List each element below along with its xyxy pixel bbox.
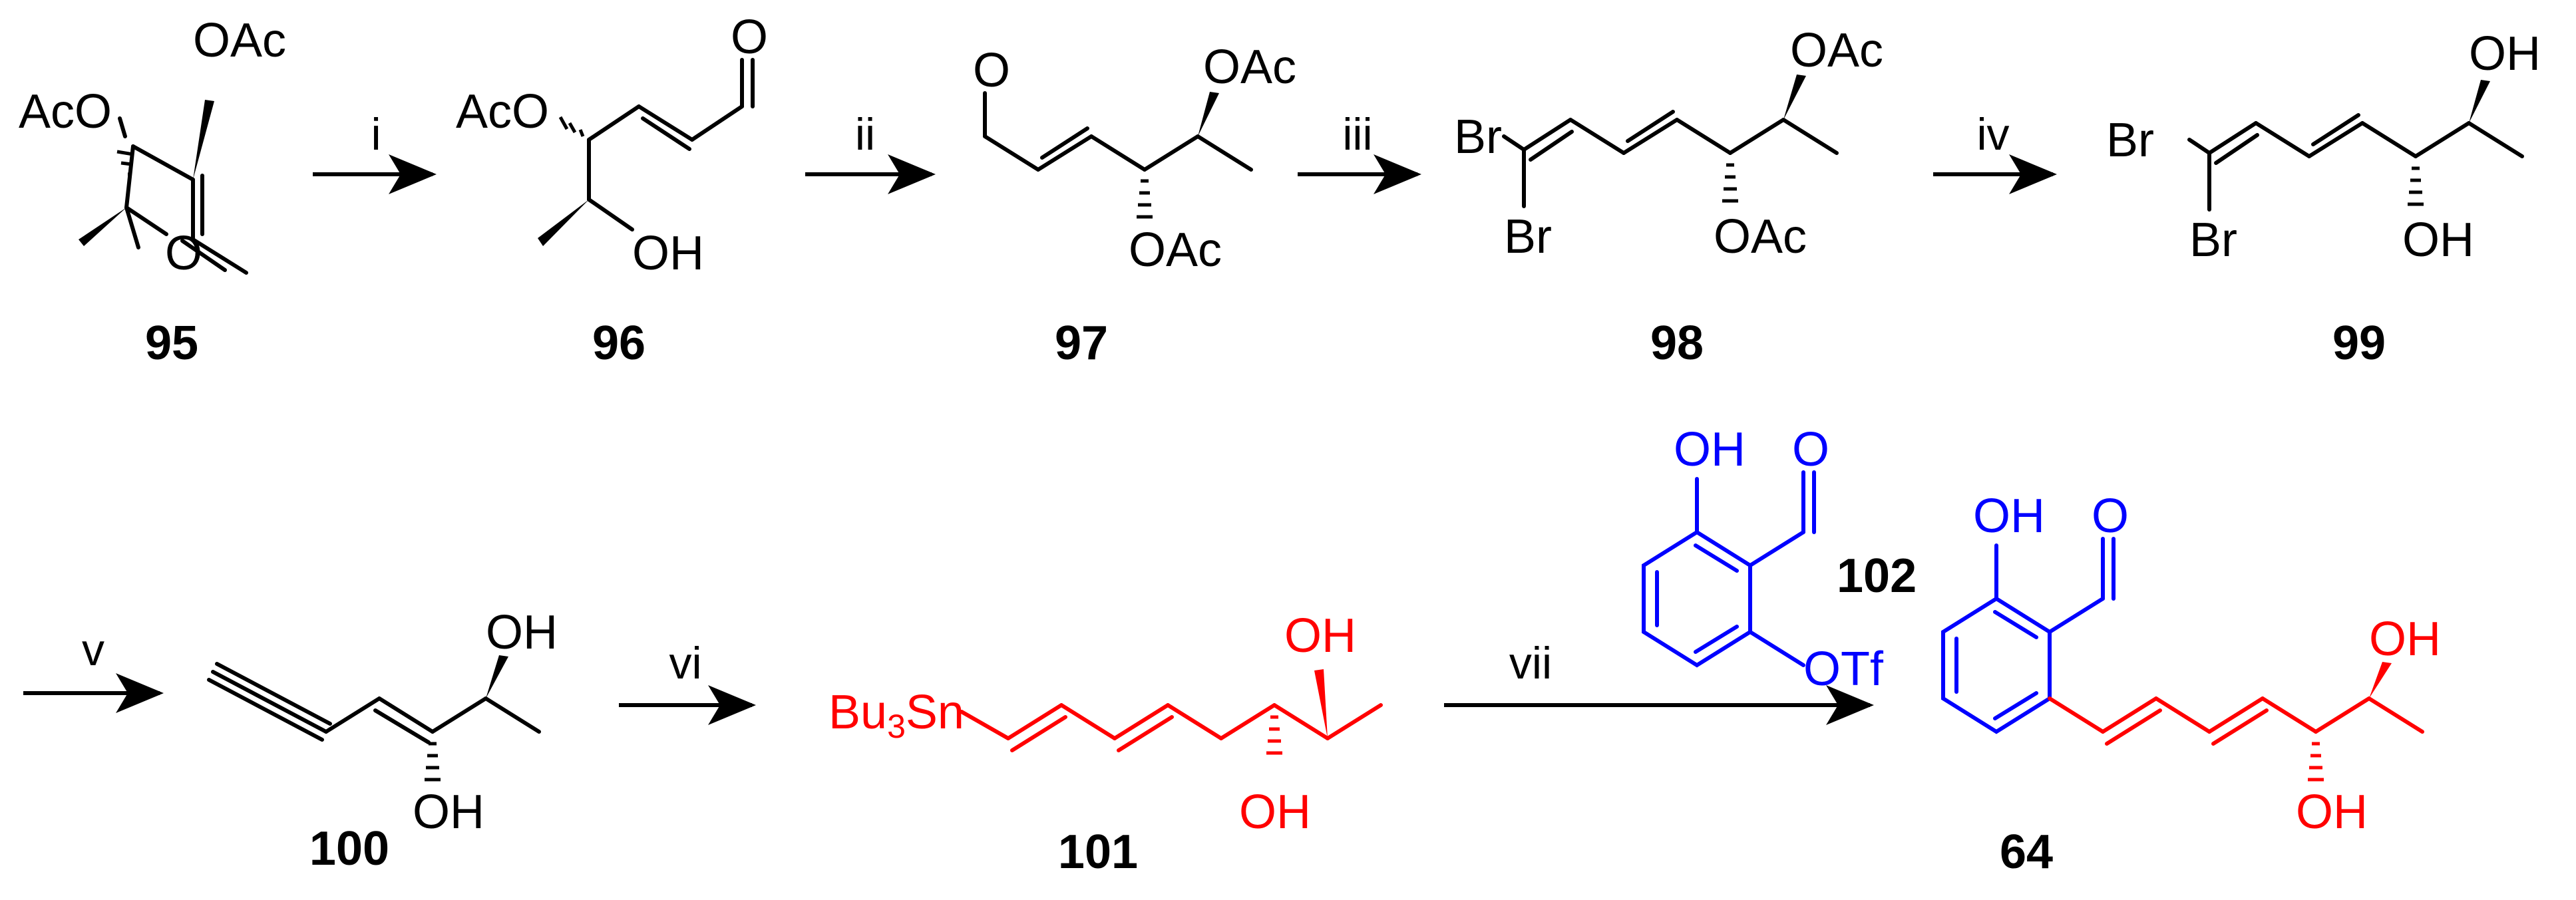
compound-98-bonds (1502, 110, 1839, 208)
bromine-top: Br (2106, 114, 2154, 167)
compound-100-bonds (207, 662, 541, 744)
compound-95: OAc AcO O 95 (19, 14, 286, 370)
reaction-step-iii: iii (1298, 109, 1421, 194)
compound-100: OH OH 100 (207, 606, 558, 875)
reagent-label: vii (1509, 638, 1552, 688)
compound-102-bonds (1642, 470, 1816, 668)
compound-97: O OAc OAc 97 (973, 41, 1296, 370)
compound-95-bonds (118, 116, 248, 275)
reagent-label: iv (1976, 109, 2009, 160)
bromine-bottom: Br (2189, 214, 2237, 267)
tin-bu: Bu (828, 686, 887, 739)
acetoxy-top: OAc (1790, 24, 1883, 77)
hydroxyl-aryl: OH (1973, 490, 2045, 543)
reaction-step-iv: iv (1933, 109, 2057, 194)
wedge-bond (2469, 80, 2490, 123)
compound-label-98: 98 (1650, 317, 1704, 370)
hash-bond (2308, 742, 2324, 782)
compound-97-bonds (983, 91, 1253, 172)
wedge-bond (1198, 92, 1219, 136)
compound-64-chain-bonds (2048, 696, 2424, 746)
aldehyde-oxygen: O (2092, 490, 2129, 543)
hydroxyl-bottom: OH (413, 786, 484, 839)
acetoxy-left: AcO (19, 85, 112, 138)
aldehyde-oxygen: O (1792, 423, 1829, 476)
compound-64-aryl-bonds (1941, 537, 2116, 734)
compound-96-bonds (587, 58, 755, 231)
compound-label-64: 64 (2000, 825, 2053, 879)
wedge-bond (79, 208, 126, 246)
compound-98: Br Br OAc OAc 98 (1454, 24, 1883, 370)
hydroxyl: OH (632, 227, 704, 280)
hash-bond (1137, 179, 1153, 219)
hash-bond (1722, 163, 1738, 203)
compound-label-100: 100 (309, 822, 389, 875)
hydroxyl-bottom: OH (1239, 786, 1311, 839)
acetoxy-top: OAc (193, 14, 286, 67)
wedge-bond (538, 200, 589, 246)
compound-99-bonds (2187, 113, 2524, 212)
tin-subscript: 3 (887, 708, 906, 745)
compound-96: AcO OH O 96 (456, 11, 768, 370)
tin-sn: Sn (906, 686, 964, 739)
compound-102: OH O OTf 102 (1642, 423, 1917, 696)
reaction-step-i: i (313, 109, 437, 194)
wedge-bond (2369, 662, 2392, 698)
ring-oxygen: O (165, 227, 202, 280)
reaction-step-ii: ii (805, 109, 936, 194)
hash-bond (425, 742, 441, 782)
compound-64: OH O OH OH 64 (1941, 490, 2441, 879)
reaction-step-vii: vii (1444, 638, 1874, 725)
acetoxy-bottom: OAc (1714, 210, 1807, 263)
hydroxyl: OH (1674, 423, 1746, 476)
reaction-step-v: v (23, 625, 164, 713)
compound-label-97: 97 (1055, 317, 1108, 370)
reagent-label: ii (855, 109, 875, 160)
compound-label-102: 102 (1837, 549, 1917, 603)
wedge-bond (1314, 669, 1328, 738)
compound-label-101: 101 (1058, 825, 1138, 879)
reagent-label: i (371, 109, 381, 160)
hash-bond (558, 116, 585, 137)
hash-bond (1266, 715, 1282, 755)
acetoxy-bottom: OAc (1129, 224, 1222, 277)
compound-101-bonds (960, 703, 1383, 752)
hydroxyl-bottom: OH (2402, 214, 2474, 267)
compound-label-95: 95 (145, 317, 198, 370)
hydroxyl-top: OH (2469, 27, 2541, 80)
tributylstannyl: Bu3Sn (828, 686, 964, 745)
hydroxyl-top: OH (486, 606, 558, 659)
hydroxyl-top: OH (2369, 613, 2441, 666)
bromine-top: Br (1454, 110, 1502, 164)
aldehyde-oxygen: O (973, 44, 1010, 97)
hash-bond (116, 150, 134, 176)
compound-label-99: 99 (2332, 317, 2386, 370)
compound-99: Br Br OH OH 99 (2106, 27, 2541, 370)
hydroxyl-bottom: OH (2296, 786, 2368, 839)
reaction-step-vi: vi (619, 638, 756, 725)
compound-label-96: 96 (592, 317, 645, 370)
acetoxy-top: OAc (1203, 41, 1296, 94)
reagent-label: vi (669, 638, 701, 688)
wedge-bond (1783, 75, 1806, 120)
hydroxyl-top: OH (1284, 609, 1356, 663)
reagent-label: v (82, 625, 104, 675)
triflate: OTf (1803, 643, 1884, 696)
aldehyde-oxygen: O (731, 11, 768, 64)
acetoxy: AcO (456, 85, 549, 138)
wedge-bond (486, 655, 508, 698)
hash-bond (2408, 166, 2424, 206)
bromine-bottom: Br (1504, 210, 1552, 263)
compound-101: Bu3Sn OH OH 101 (828, 609, 1383, 879)
reagent-label: iii (1342, 109, 1372, 160)
wedge-bond (193, 100, 214, 180)
